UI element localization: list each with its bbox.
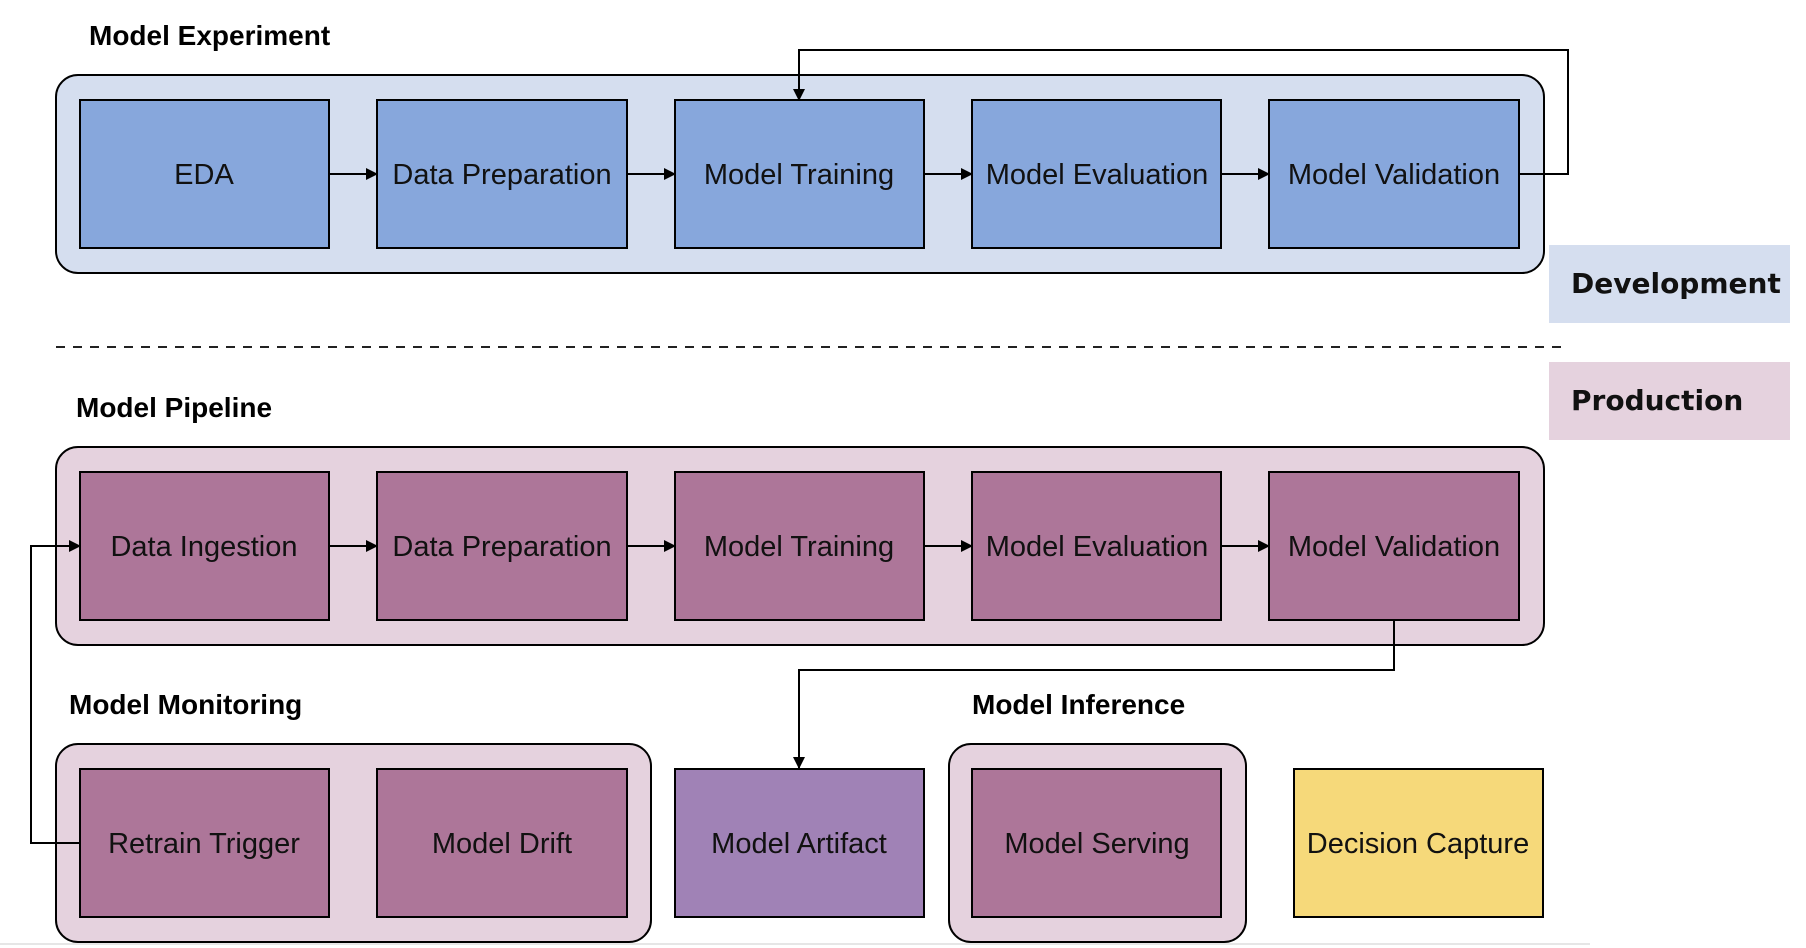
pipeline-node-label: Model Evaluation xyxy=(986,531,1208,563)
model-monitoring-title: Model Monitoring xyxy=(69,689,302,720)
arrow-validation-loop-to-training xyxy=(793,49,1569,175)
development-badge xyxy=(1549,245,1790,323)
production-badge xyxy=(1549,362,1790,440)
experiment-node-label: EDA xyxy=(174,159,234,191)
arrow-validation-to-artifact xyxy=(793,620,1395,769)
experiment-node-label: Model Training xyxy=(704,159,894,191)
production-label: Production xyxy=(1571,384,1743,417)
monitoring-node-label: Retrain Trigger xyxy=(108,828,300,860)
arrow-retrain-to-ingestion xyxy=(30,540,81,844)
experiment-node-label: Model Validation xyxy=(1288,159,1500,191)
model-inference-title: Model Inference xyxy=(972,689,1185,720)
experiment-node-model-validation[interactable]: Model Validation xyxy=(1268,99,1520,249)
experiment-node-model-training[interactable]: Model Training xyxy=(674,99,925,249)
model-artifact-node[interactable]: Model Artifact xyxy=(674,768,925,918)
inference-node-model-serving[interactable]: Model Serving xyxy=(971,768,1222,918)
pipeline-node-data-ingestion[interactable]: Data Ingestion xyxy=(79,471,330,621)
pipeline-node-model-evaluation[interactable]: Model Evaluation xyxy=(971,471,1222,621)
monitoring-node-model-drift[interactable]: Model Drift xyxy=(376,768,628,918)
pipeline-node-model-training[interactable]: Model Training xyxy=(674,471,925,621)
monitoring-node-label: Model Drift xyxy=(432,828,572,860)
decision-capture-label: Decision Capture xyxy=(1307,828,1529,860)
pipeline-node-label: Model Validation xyxy=(1288,531,1500,563)
inference-node-label: Model Serving xyxy=(1004,828,1189,860)
experiment-node-label: Data Preparation xyxy=(392,159,611,191)
model-artifact-label: Model Artifact xyxy=(711,828,887,860)
development-label: Development xyxy=(1571,267,1781,300)
model-pipeline-title: Model Pipeline xyxy=(76,392,272,423)
pipeline-node-label: Data Ingestion xyxy=(110,531,297,563)
pipeline-node-model-validation[interactable]: Model Validation xyxy=(1268,471,1520,621)
monitoring-node-retrain-trigger[interactable]: Retrain Trigger xyxy=(79,768,330,918)
experiment-node-label: Model Evaluation xyxy=(986,159,1208,191)
pipeline-node-label: Model Training xyxy=(704,531,894,563)
experiment-node-model-evaluation[interactable]: Model Evaluation xyxy=(971,99,1222,249)
model-experiment-title: Model Experiment xyxy=(89,20,330,51)
decision-capture-node[interactable]: Decision Capture xyxy=(1293,768,1544,918)
pipeline-node-label: Data Preparation xyxy=(392,531,611,563)
experiment-node-eda[interactable]: EDA xyxy=(79,99,330,249)
experiment-node-data-preparation[interactable]: Data Preparation xyxy=(376,99,628,249)
pipeline-node-data-preparation[interactable]: Data Preparation xyxy=(376,471,628,621)
